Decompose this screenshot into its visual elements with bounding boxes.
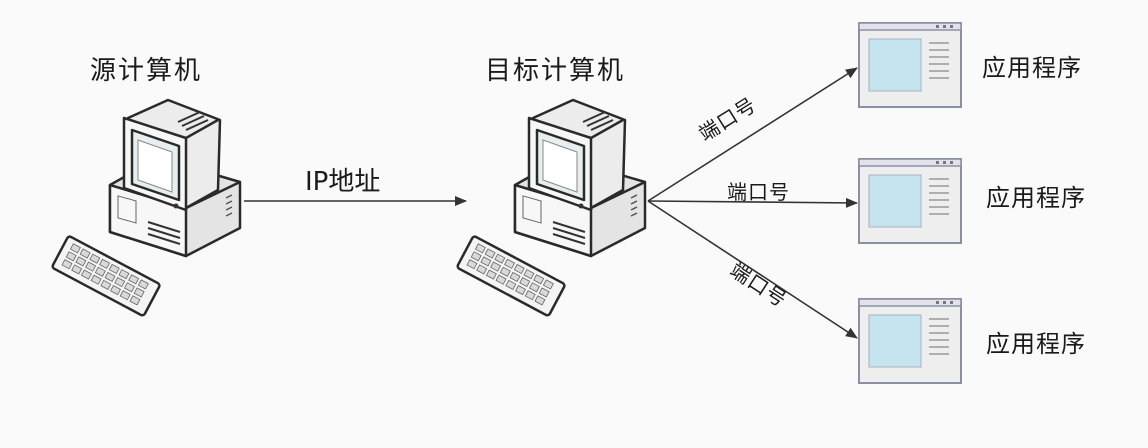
target-computer-label: 目标计算机 (485, 56, 626, 86)
port-arrow-1 (647, 67, 858, 202)
application-window-icon (858, 158, 962, 244)
target-computer-icon (455, 98, 647, 318)
application-label-3: 应用程序 (986, 330, 1086, 358)
source-computer-label: 源计算机 (90, 56, 203, 86)
source-computer-icon (50, 98, 242, 318)
application-label-1: 应用程序 (982, 54, 1082, 82)
ip-address-label: IP地址 (305, 167, 381, 197)
application-label-2: 应用程序 (986, 184, 1086, 212)
application-window-icon (858, 22, 962, 108)
port-label-2: 端口号 (727, 180, 790, 204)
port-arrow-2 (647, 197, 858, 208)
port-arrow-3 (647, 200, 858, 339)
application-window-icon (858, 298, 962, 384)
